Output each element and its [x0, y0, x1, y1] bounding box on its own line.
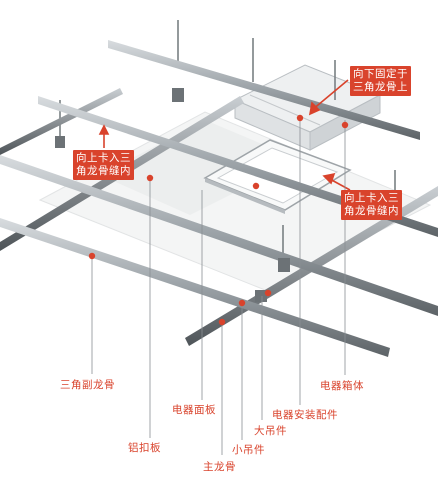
pointer-dots — [88, 114, 349, 326]
label-triangle-secondary-keel: 三角副龙骨 — [60, 379, 115, 391]
callout-arrows — [98, 79, 351, 191]
callout-line: 角龙骨缝内 — [344, 205, 399, 217]
callout-line: 向上卡入三 — [76, 152, 131, 164]
callout-fix-down: 向下固定于 三角龙骨上 — [350, 66, 411, 96]
label-small-hanger: 小吊件 — [232, 444, 265, 456]
callout-line: 向下固定于 — [353, 68, 408, 80]
label-large-hanger: 大吊件 — [254, 425, 287, 437]
label-aluminum-buckle-plate: 铝扣板 — [128, 442, 161, 454]
callout-line: 向上卡入三 — [344, 192, 399, 204]
callout-clip-up-right: 向上卡入三 角龙骨缝内 — [341, 190, 402, 220]
hanger-clips — [55, 88, 400, 302]
triangle-secondary-keels — [0, 40, 438, 357]
callout-line: 三角龙骨上 — [353, 81, 408, 93]
callout-clip-up-left: 向上卡入三 角龙骨缝内 — [73, 150, 134, 180]
callout-line: 角龙骨缝内 — [76, 165, 131, 177]
label-appliance-panel: 电器面板 — [172, 404, 216, 416]
label-main-keel: 主龙骨 — [203, 461, 236, 473]
leader-lines — [91, 118, 346, 455]
label-appliance-mount: 电器安装配件 — [272, 409, 338, 421]
label-appliance-housing: 电器箱体 — [320, 380, 364, 392]
